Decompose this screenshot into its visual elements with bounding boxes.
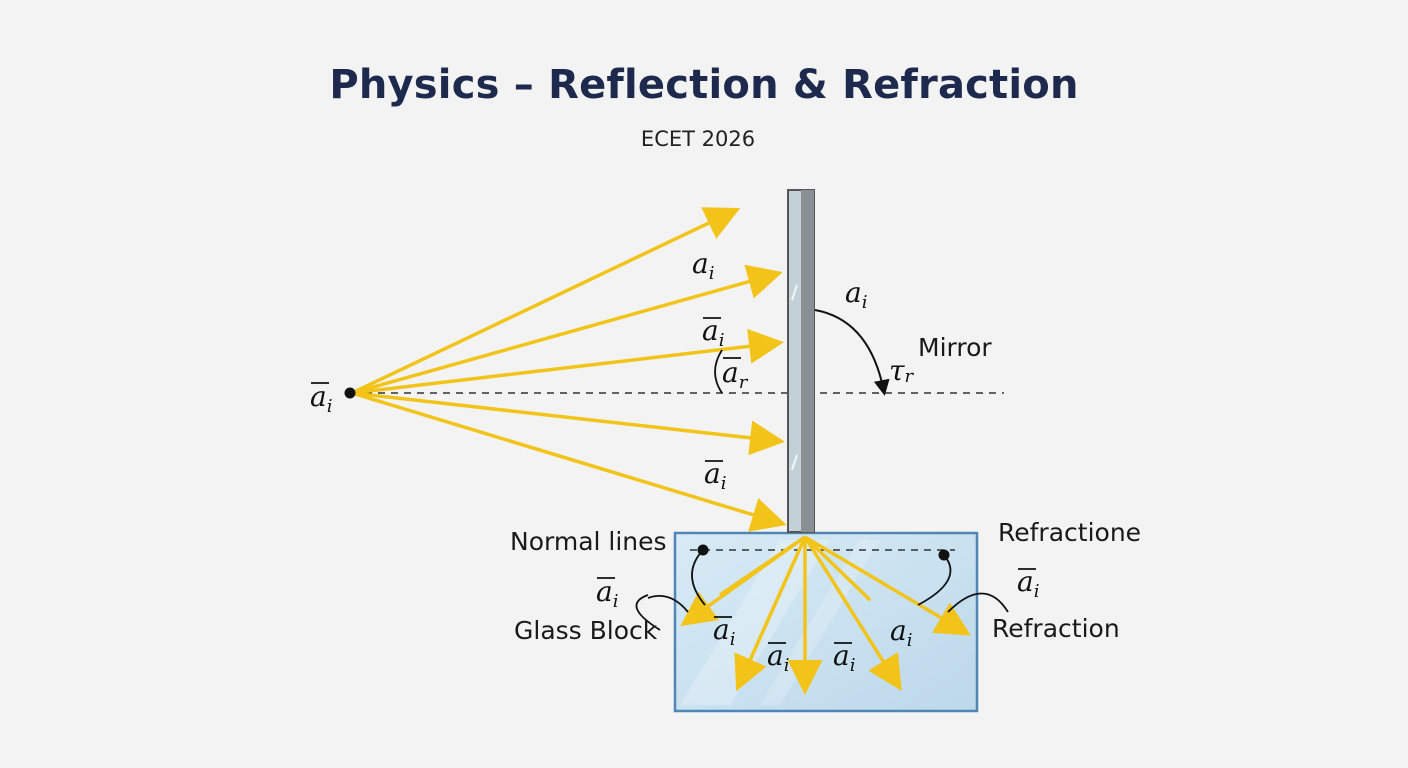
angle-symbols: ai ai ar ai ai ai τr ai ai ai ai ai ai (310, 247, 1039, 676)
ray-1 (351, 207, 741, 395)
symbol-abar-i-6: ai (713, 613, 735, 650)
source-point (344, 387, 356, 399)
ray-3 (351, 328, 784, 395)
refracted-rays (680, 535, 972, 695)
symbol-tau-r: τr (889, 354, 915, 387)
leader-normal-left (691, 549, 706, 606)
reflect-angle-arc (714, 349, 723, 394)
symbol-abar-i-8: ai (833, 639, 855, 676)
mirror (787, 189, 815, 533)
mirror-angle-arc (814, 309, 890, 396)
refraction-bottom-label: Refraction (992, 614, 1120, 643)
symbol-abar-i-glass: ai (596, 575, 618, 612)
leader-refraction (947, 592, 1009, 613)
symbol-a-i-9: ai (890, 614, 912, 651)
symbol-a-i-1: ai (692, 247, 714, 284)
incident-rays (351, 207, 787, 532)
normal-lines-label: Normal lines (510, 527, 667, 556)
ray-5 (351, 391, 787, 532)
symbol-abar-i-source: ai (310, 380, 332, 417)
refracted-ray-5 (804, 535, 972, 636)
symbol-abar-i-2: ai (702, 314, 724, 351)
page-subtitle: ECET 2026 (640, 127, 756, 151)
refracted-ray-6 (719, 535, 806, 597)
ray-2 (351, 264, 783, 395)
ray-4 (351, 391, 785, 456)
symbol-abar-r: ar (722, 356, 749, 393)
leader-glass (635, 594, 689, 631)
refracted-ray-2 (734, 536, 807, 692)
symbol-abar-i-10: ai (1017, 565, 1039, 602)
leader-normal-right (917, 554, 952, 606)
symbol-abar-i-7: ai (767, 639, 789, 676)
symbol-abar-i-4: ai (704, 457, 726, 494)
glass-block-label: Glass Block (514, 616, 658, 645)
page-title: Physics – Reflection & Refraction (329, 62, 1079, 108)
refracted-ray-7 (803, 535, 872, 602)
mirror-label: Mirror (918, 333, 992, 362)
refracted-ray-4 (803, 536, 902, 691)
symbol-a-i-mirror: ai (845, 276, 867, 313)
refraction-top-label: Refractione (998, 518, 1141, 547)
